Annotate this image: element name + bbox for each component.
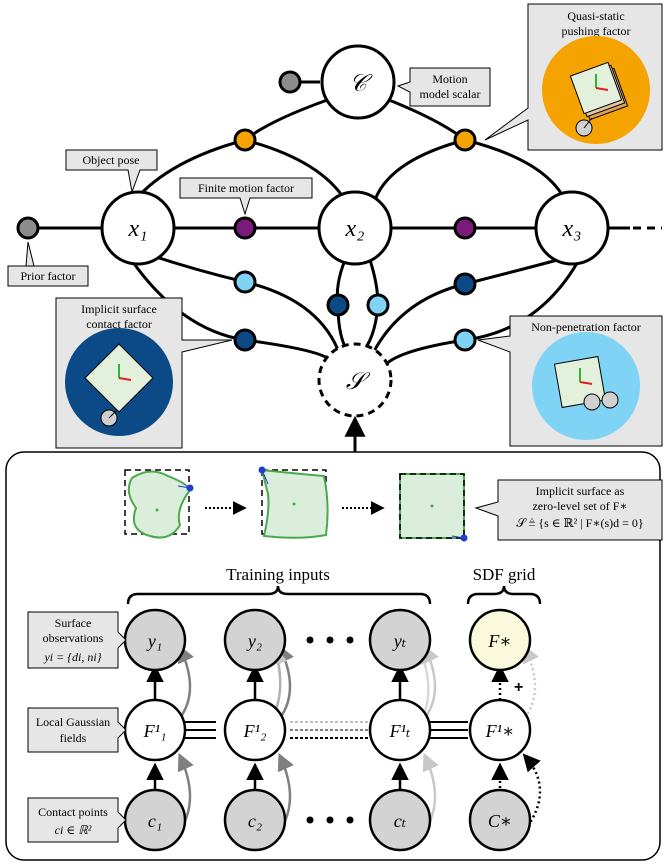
svg-text:x₃: x₃ bbox=[562, 216, 582, 242]
contact-node-c1: c₁ bbox=[123, 788, 187, 852]
svg-text:F¹₁: F¹₁ bbox=[143, 721, 167, 741]
svg-text:Local Gaussian: Local Gaussian bbox=[36, 715, 110, 729]
svg-text:F¹₂: F¹₂ bbox=[243, 721, 267, 741]
contact-node-c2: c₂ bbox=[223, 788, 287, 852]
svg-text:Object pose: Object pose bbox=[83, 153, 140, 167]
pose-node-x3: x₃ bbox=[534, 190, 610, 266]
svg-text:yi = {di, ni}: yi = {di, ni} bbox=[43, 650, 101, 664]
callout-non-penetration: Non-penetration factor bbox=[477, 315, 663, 447]
field-node-f2: F¹₂ bbox=[223, 698, 287, 762]
prior-factor-node bbox=[16, 216, 40, 240]
field-node-f1: F¹₁ bbox=[123, 698, 187, 762]
plus-sign: + bbox=[514, 679, 523, 696]
svg-text:x₂: x₂ bbox=[345, 216, 365, 242]
contact-factor-2 bbox=[326, 293, 350, 317]
svg-text:c₂: c₂ bbox=[248, 811, 262, 831]
sdf-grid-brace bbox=[466, 585, 542, 605]
sdf-grid-heading: SDF grid bbox=[473, 565, 536, 584]
observation-node-y2: y₂ bbox=[223, 608, 287, 672]
observation-node-y1: y₁ bbox=[123, 608, 187, 672]
sdf-shape-2 bbox=[258, 466, 329, 539]
svg-text:Prior factor: Prior factor bbox=[21, 269, 76, 283]
svg-text:zero-level set of F∗: zero-level set of F∗ bbox=[532, 499, 627, 513]
svg-text:C∗: C∗ bbox=[488, 811, 512, 831]
sdf-shape-1 bbox=[124, 469, 194, 539]
callout-surface-observations: Surface observations yi = {di, ni} bbox=[27, 611, 127, 669]
sdf-shape-3 bbox=[399, 473, 468, 542]
field-node-fstar1: F¹∗ bbox=[468, 698, 532, 762]
ellipsis-row-3 bbox=[306, 816, 354, 824]
callout-object-pose: Object pose bbox=[65, 149, 158, 194]
svg-text:pushing factor: pushing factor bbox=[562, 24, 631, 38]
non-penetration-factor-2 bbox=[366, 293, 390, 317]
contact-object-icon bbox=[84, 343, 154, 427]
contact-factor-3 bbox=[453, 272, 477, 296]
contact-factor-1 bbox=[233, 328, 257, 352]
callout-prior: Prior factor bbox=[7, 241, 89, 287]
svg-text:cₜ: cₜ bbox=[394, 811, 407, 831]
field-node-ft: F¹ₜ bbox=[368, 698, 432, 762]
contact-node-ct: cₜ bbox=[368, 788, 432, 852]
callout-finite-motion: Finite motion factor bbox=[179, 177, 313, 216]
ellipsis-row-1 bbox=[306, 636, 354, 644]
svg-text:contact factor: contact factor bbox=[86, 317, 152, 331]
quasi-static-factor-1 bbox=[233, 128, 257, 152]
stacked-object-icon bbox=[569, 61, 629, 137]
svg-text:fields: fields bbox=[60, 731, 87, 745]
svg-text:F¹ₜ: F¹ₜ bbox=[389, 721, 411, 741]
svg-text:ci ∈ ℝ²: ci ∈ ℝ² bbox=[55, 823, 92, 837]
callout-quasi-static: Quasi-static pushing factor bbox=[484, 3, 663, 151]
surface-node: 𝒮 bbox=[317, 342, 393, 418]
svg-text:Surface: Surface bbox=[55, 616, 92, 630]
penetration-object-icon bbox=[553, 355, 619, 411]
motion-scalar-prior-factor bbox=[278, 70, 302, 94]
non-penetration-factor-1 bbox=[233, 270, 257, 294]
svg-text:model scalar: model scalar bbox=[420, 87, 481, 101]
svg-text:observations: observations bbox=[43, 631, 104, 645]
svg-text:Finite motion factor: Finite motion factor bbox=[198, 181, 294, 195]
callout-motion-model: Motion model scalar bbox=[396, 67, 491, 107]
callout-local-gaussian: Local Gaussian fields bbox=[27, 707, 127, 753]
svg-text:F∗: F∗ bbox=[487, 631, 511, 651]
training-inputs-heading: Training inputs bbox=[226, 565, 330, 584]
svg-text:Implicit surface: Implicit surface bbox=[81, 302, 157, 316]
contact-node-cstar: C∗ bbox=[468, 788, 532, 852]
svg-text:Quasi-static: Quasi-static bbox=[567, 9, 624, 23]
svg-text:y₁: y₁ bbox=[146, 631, 162, 651]
svg-text:Implicit surface as: Implicit surface as bbox=[536, 484, 625, 498]
svg-text:Motion: Motion bbox=[432, 72, 467, 86]
sdf-grid-node-fstar: F∗ bbox=[468, 608, 532, 672]
svg-text:x₁: x₁ bbox=[128, 216, 148, 242]
training-inputs-brace bbox=[126, 585, 432, 605]
callout-implicit-surface: Implicit surface as zero-level set of F∗… bbox=[474, 479, 663, 541]
svg-text:𝒮 ≜ {s ∈ ℝ² | F∗(s)d = 0}: 𝒮 ≜ {s ∈ ℝ² | F∗(s)d = 0} bbox=[516, 516, 643, 530]
pose-node-x2: x₂ bbox=[317, 190, 393, 266]
pose-node-x1: x₁ bbox=[100, 190, 176, 266]
finite-motion-factor-2 bbox=[453, 216, 477, 240]
svg-text:F¹∗: F¹∗ bbox=[485, 721, 515, 741]
svg-text:y₂: y₂ bbox=[246, 631, 262, 651]
motion-scalar-node: 𝒞 bbox=[320, 44, 396, 120]
svg-text:yₜ: yₜ bbox=[392, 631, 407, 651]
finite-motion-factor-1 bbox=[233, 216, 257, 240]
quasi-static-factor-2 bbox=[453, 128, 477, 152]
svg-text:Non-penetration factor: Non-penetration factor bbox=[531, 320, 641, 334]
svg-text:Contact points: Contact points bbox=[38, 805, 108, 819]
observation-node-yt: yₜ bbox=[368, 608, 432, 672]
non-penetration-factor-3 bbox=[453, 328, 477, 352]
svg-text:c₁: c₁ bbox=[148, 811, 162, 831]
callout-contact-points: Contact points ci ∈ ℝ² bbox=[27, 797, 127, 843]
callout-implicit-contact: Implicit surface contact factor bbox=[55, 297, 233, 449]
